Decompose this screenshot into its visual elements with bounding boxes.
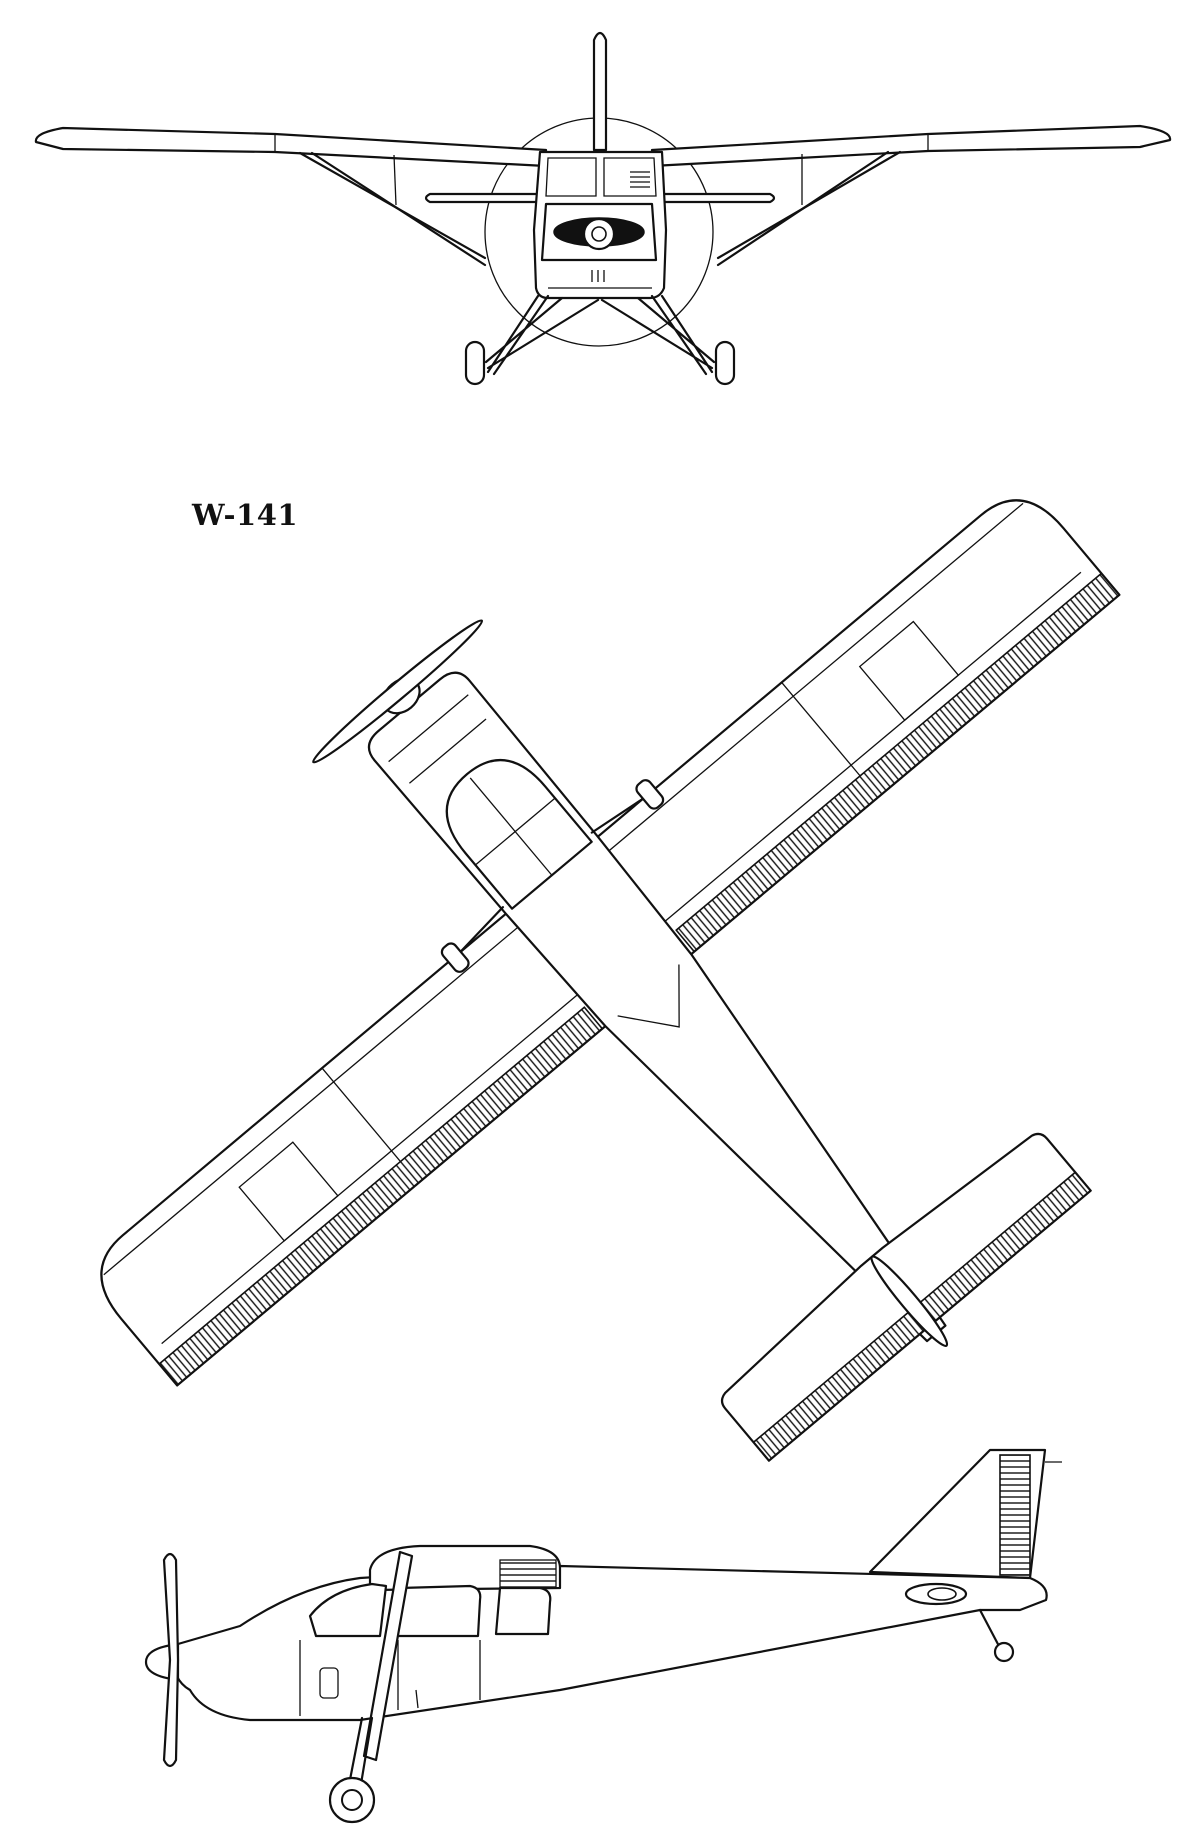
side-view [144,1448,1062,1824]
front-right-wing [650,124,1172,168]
front-landing-gear [484,294,716,376]
side-window-2 [494,1586,552,1636]
tail-wheel [993,1641,1015,1663]
top-canopy [445,759,593,910]
top-propeller [312,619,484,764]
model-label: W-141 [192,498,299,532]
roundel [904,1582,968,1606]
front-view [34,31,1172,386]
front-fin [592,31,608,152]
front-left-wheel [464,340,486,386]
side-windshield [308,1582,388,1638]
front-left-wing [34,126,548,168]
front-right-wheel [714,340,736,386]
left-aileron [158,1006,604,1387]
rudder [999,1454,1031,1576]
side-propeller [162,1552,180,1768]
right-aileron [675,572,1121,953]
side-window-1 [394,1584,482,1638]
top-view [100,499,1121,1462]
side-wing-strut [362,1550,414,1762]
